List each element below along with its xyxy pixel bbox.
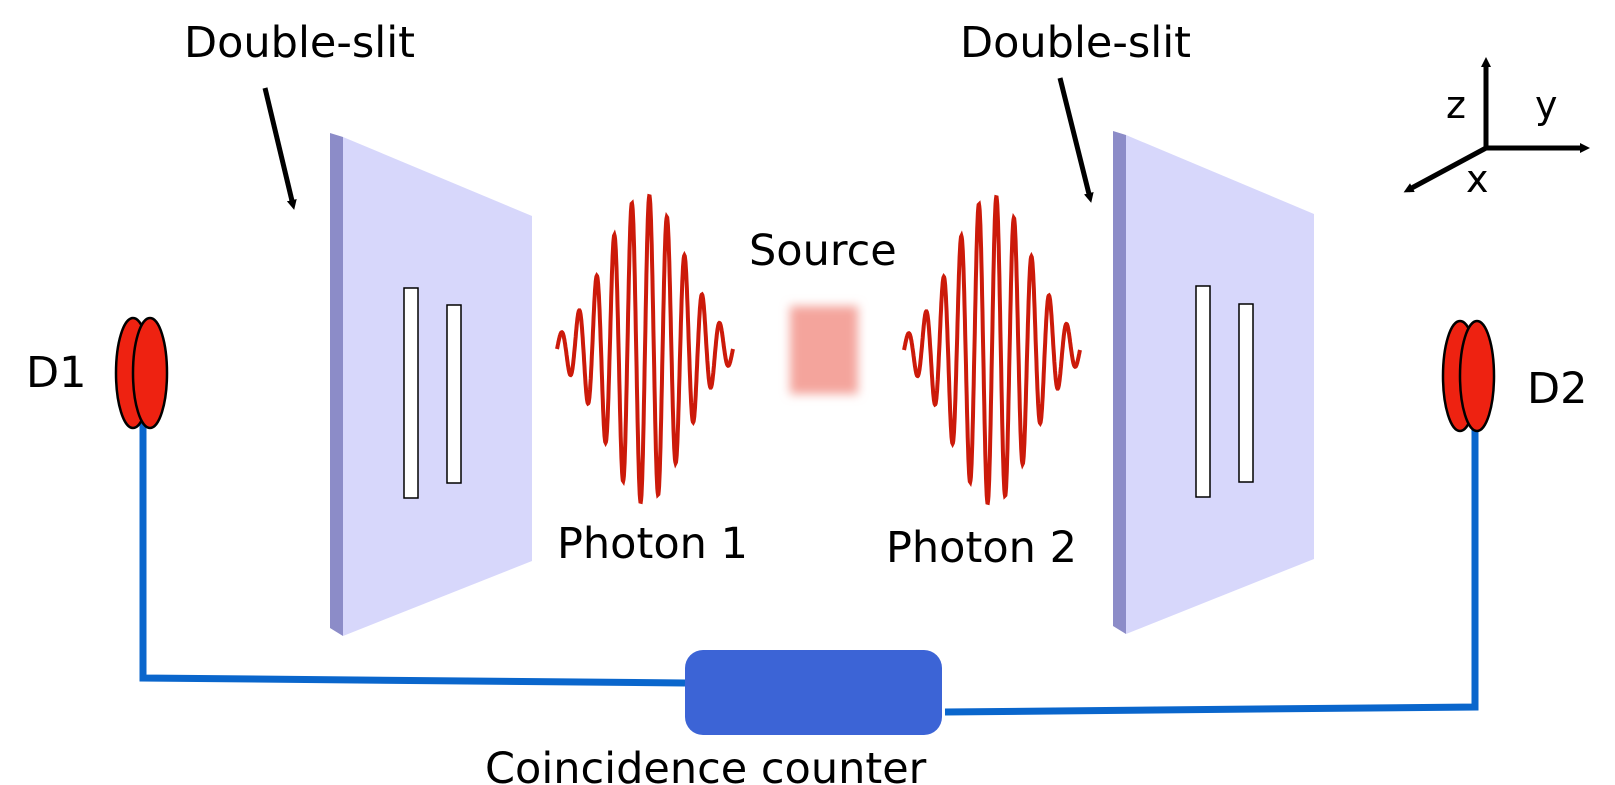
detector-d2-label: D2 [1527,364,1587,414]
axis-y-label: y [1535,83,1558,127]
plate-right-edge [1113,131,1126,634]
slit-right-2 [1238,303,1254,483]
photon-2-label: Photon 2 [886,523,1077,573]
detector-d1 [114,316,169,430]
double-slit-right [1113,131,1314,634]
wire-left [139,420,686,687]
double-slit-left [330,133,532,636]
pointer-arrow-left [262,87,297,210]
detector-d1-label: D1 [26,348,86,398]
photon-1-wavepacket [555,193,735,505]
coincidence-counter-label: Coincidence counter [485,744,927,785]
axis-x-label: x [1466,157,1489,201]
plate-left-edge [330,133,343,636]
coincidence-counter-box [685,650,942,735]
double-slit-left-label: Double-slit [184,18,415,68]
double-slit-right-label: Double-slit [960,18,1191,68]
detector-d2 [1441,319,1496,433]
slit-left-2 [446,304,462,484]
plate-left-face [343,137,532,636]
photon-1-label: Photon 1 [557,519,748,569]
plate-right-face [1126,135,1314,634]
slit-right-1 [1195,285,1211,498]
axis-x-arrow [1403,145,1488,193]
source-glow [790,306,858,394]
photon-2-wavepacket [902,194,1082,506]
source-label: Source [749,226,897,276]
axis-z-label: z [1446,83,1466,127]
pointer-arrow-right [1057,77,1094,203]
slit-left-1 [403,287,419,499]
coordinate-axes: z y x [1403,57,1590,201]
wire-right [944,425,1479,716]
